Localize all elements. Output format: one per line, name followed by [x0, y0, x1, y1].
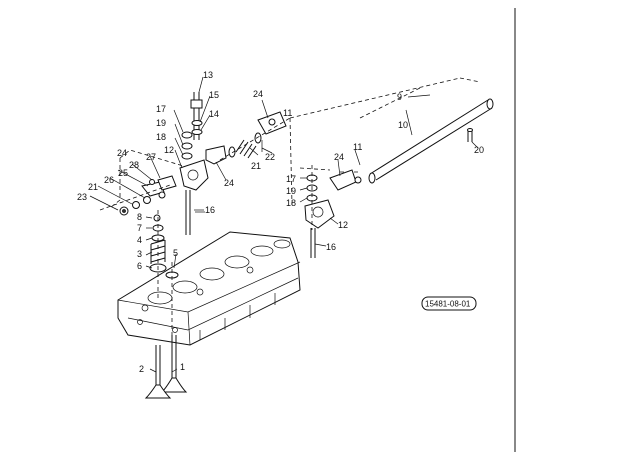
label-20: 20: [474, 145, 484, 155]
label-21-left: 21: [88, 182, 98, 192]
valve-stem-seal: [165, 262, 179, 335]
label-24-center: 24: [224, 178, 234, 188]
label-11-top: 11: [283, 108, 292, 118]
exhaust-valve: [144, 345, 172, 399]
label-17-right: 17: [286, 174, 296, 184]
label-18-right: 18: [286, 198, 296, 208]
rocker-shaft: [289, 77, 494, 184]
label-12-right: 12: [338, 220, 348, 230]
label-21-upper: 21: [251, 161, 261, 171]
label-22: 22: [265, 152, 275, 162]
label-9: 9: [397, 92, 402, 102]
label-26: 26: [104, 175, 114, 185]
label-11-right: 11: [353, 142, 362, 152]
label-18-center: 18: [156, 132, 166, 142]
label-23: 23: [77, 192, 87, 202]
label-4: 4: [137, 235, 142, 245]
label-25: 25: [118, 168, 128, 178]
label-19-center: 19: [156, 118, 166, 128]
label-24-right: 24: [334, 152, 344, 162]
label-19-right: 19: [286, 186, 296, 196]
leader-lines: [89, 76, 479, 373]
cylinder-head: [117, 231, 301, 346]
label-16-center: 16: [205, 205, 215, 215]
upper-rocker-assembly: [219, 111, 293, 206]
callout-labels: 1 2 3 4 5 6 7 8 9 10 11 11 12 12 13 14 1…: [77, 70, 484, 374]
label-2: 2: [139, 364, 144, 374]
label-16-right: 16: [326, 242, 336, 252]
label-15: 15: [209, 90, 219, 100]
label-7: 7: [137, 223, 142, 233]
label-28: 28: [129, 160, 139, 170]
label-27: 27: [146, 152, 156, 162]
label-12-center: 12: [164, 145, 174, 155]
label-5: 5: [173, 248, 178, 258]
label-13: 13: [203, 70, 213, 80]
reference-code-badge: 15481-08-01: [421, 296, 477, 311]
label-1: 1: [180, 362, 185, 372]
label-6: 6: [137, 261, 142, 271]
label-3: 3: [137, 249, 142, 259]
intake-valve: [160, 335, 188, 393]
right-rocker-assembly: [299, 165, 362, 258]
label-24-left: 24: [117, 148, 127, 158]
label-10: 10: [398, 120, 408, 130]
label-14: 14: [209, 109, 219, 119]
center-rocker-assembly: [179, 92, 227, 235]
label-17-center: 17: [156, 104, 166, 114]
reference-code-text: 15481-08-01: [425, 300, 471, 309]
valve-spring-stack: [149, 210, 167, 300]
label-24-top: 24: [253, 89, 263, 99]
label-8: 8: [137, 212, 142, 222]
